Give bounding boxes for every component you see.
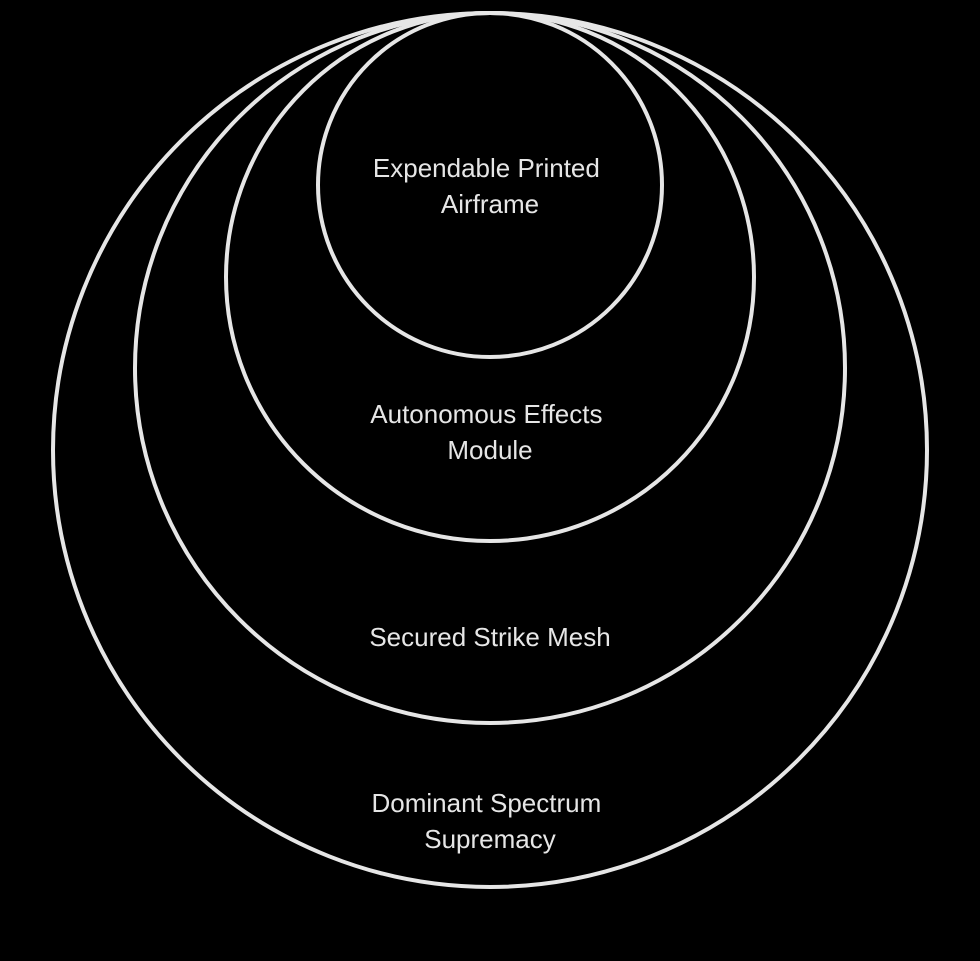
ring-label-second-line-1: Secured Strike Mesh	[369, 622, 610, 652]
ring-label-inner: Expendable Printed Airframe	[373, 153, 607, 219]
ring-label-inner-line-1: Expendable Printed	[373, 153, 600, 183]
ring-label-second: Secured Strike Mesh	[369, 622, 610, 652]
ring-label-third-line-1: Autonomous Effects	[370, 399, 602, 429]
ring-label-third: Autonomous Effects Module	[370, 399, 609, 465]
ring-inner	[316, 11, 664, 359]
ring-label-outer-line-1: Dominant Spectrum	[372, 788, 602, 818]
ring-label-inner-line-2: Airframe	[441, 189, 539, 219]
ring-label-outer: Dominant Spectrum Supremacy	[372, 788, 609, 854]
ring-label-third-line-2: Module	[447, 435, 532, 465]
ring-label-outer-line-2: Supremacy	[424, 824, 556, 854]
